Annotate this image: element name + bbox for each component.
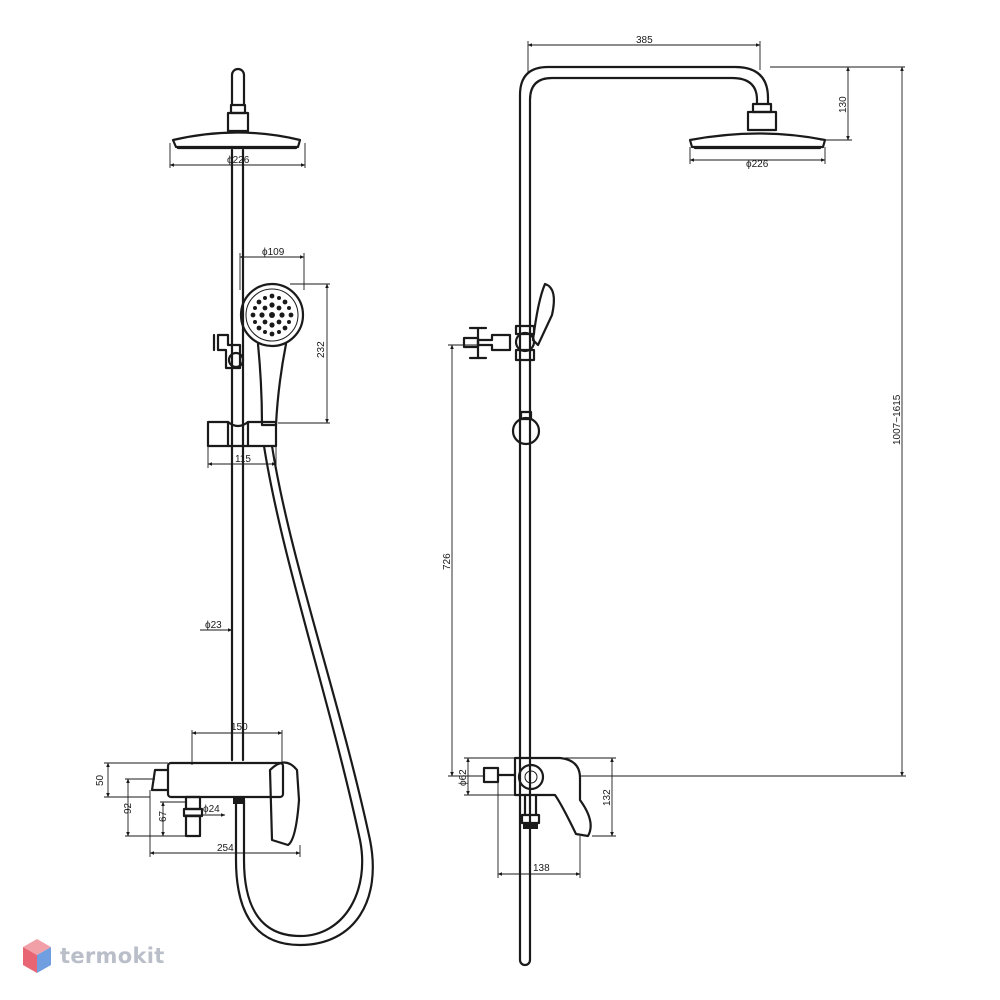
dim-bracket-height: 726 — [442, 553, 453, 570]
slider-holder — [206, 420, 278, 448]
dim-total-height: 1007~1615 — [892, 394, 903, 445]
dim-outlet-diameter: ϕ24 — [203, 804, 220, 815]
dim-pipe-diameter: ϕ23 — [205, 620, 222, 631]
side-bracket — [476, 333, 512, 352]
brand-cube-icon — [23, 939, 51, 973]
side-pipe-inner — [528, 76, 759, 962]
side-view: 385 130 ϕ226 1007~1615 726 ϕ62 132 138 — [442, 35, 906, 967]
top-nut — [229, 103, 247, 115]
dim-mixer-height: 132 — [602, 789, 613, 806]
mixer-body — [166, 761, 285, 799]
shower-hose-inner — [242, 444, 364, 938]
dim-head-drop: 130 — [838, 96, 849, 113]
left-inlet-elbow — [150, 768, 170, 792]
side-head-mount — [746, 110, 778, 132]
side-diverter — [517, 763, 545, 791]
hand-shower-face — [239, 282, 305, 348]
connector-knob — [227, 351, 245, 369]
hand-shower-nozzles — [250, 293, 294, 337]
side-pipe-outer — [518, 65, 770, 962]
top-inlet — [230, 67, 246, 107]
front-view-dimensions — [104, 143, 330, 857]
hand-shower-handle — [256, 342, 288, 427]
outlet-nut — [233, 796, 245, 804]
side-inlet-box — [482, 766, 500, 784]
dim-height-67: 67 — [158, 810, 169, 822]
dim-handshower-diameter: ϕ109 — [262, 247, 285, 258]
dim-mixer-width: 150 — [231, 722, 248, 733]
dim-arm-length: 385 — [636, 35, 653, 46]
dim-total-width: 254 — [217, 843, 234, 854]
side-hand-shower — [531, 282, 555, 347]
dim-mixer-depth: 138 — [533, 863, 550, 874]
side-head-nut — [751, 102, 773, 114]
dim-inlet-diameter: ϕ62 — [458, 769, 469, 786]
shower-hose-outer — [234, 444, 374, 947]
head-mount — [226, 111, 250, 133]
front-view: ϕ226 ϕ109 232 115 ϕ23 150 ϕ24 254 50 92 … — [95, 67, 374, 947]
dim-handshower-length: 232 — [316, 341, 327, 358]
side-bracket-knob — [514, 331, 536, 353]
side-rain-showerhead — [688, 132, 827, 149]
dim-holder-width: 115 — [235, 454, 251, 465]
dim-height-50: 50 — [95, 774, 106, 786]
pipe-connector — [216, 333, 242, 370]
side-view-dimensions — [448, 41, 906, 878]
dim-showerhead-diameter-front: ϕ226 — [227, 155, 250, 166]
mixer-lever — [268, 761, 301, 847]
rain-showerhead — [171, 131, 302, 149]
dim-showerhead-diameter-side: ϕ226 — [746, 159, 769, 170]
side-outlet-nut — [523, 823, 538, 829]
brand-name: termokit — [60, 944, 165, 968]
side-mixer-body — [513, 756, 592, 838]
brand-logo: termokit — [22, 936, 165, 976]
dim-height-92: 92 — [123, 802, 134, 814]
side-slider-knob — [511, 416, 541, 446]
